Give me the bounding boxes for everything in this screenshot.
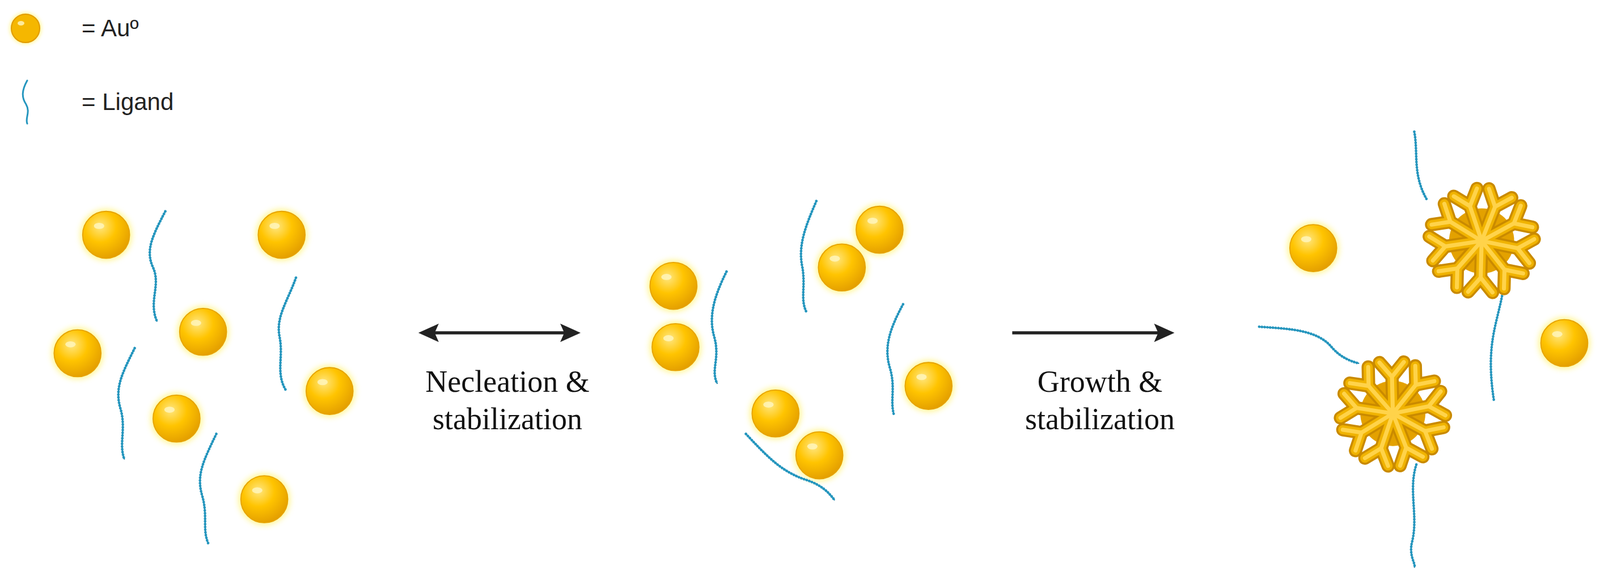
gold-atom <box>649 262 697 310</box>
swatch-glow <box>9 12 42 45</box>
sphere-glow <box>793 429 845 481</box>
ligand-chain <box>200 433 217 544</box>
sphere-glow <box>238 473 290 526</box>
sphere-highlight <box>17 20 25 26</box>
legend-swatch-circle <box>11 14 40 43</box>
sphere-highlight <box>191 319 202 327</box>
gold-atom <box>1541 319 1589 367</box>
ligand-chain <box>1490 295 1502 401</box>
ligand-beads <box>887 304 904 415</box>
ligand-beads <box>801 201 817 312</box>
sphere-highlight <box>164 406 175 413</box>
ligand-beads <box>1259 326 1360 364</box>
gold-atom <box>1289 224 1337 272</box>
ligand-beads <box>149 211 165 322</box>
sphere-highlight <box>916 374 927 381</box>
ligand-beads <box>200 433 217 544</box>
ligand-chain <box>712 271 727 384</box>
sphere-highlight <box>94 222 105 230</box>
arrow-head <box>1154 323 1175 342</box>
legend-text: = Auº <box>81 14 139 42</box>
sphere-highlight <box>661 273 672 281</box>
ligand-beads <box>1411 464 1417 568</box>
reversible-arrow <box>433 331 566 334</box>
arrow-head <box>560 323 581 342</box>
gold-atom <box>53 329 101 378</box>
sphere-glow <box>648 260 700 312</box>
sphere-highlight <box>829 255 840 262</box>
ligand-chain <box>1414 131 1427 200</box>
legend-item: = Auº <box>0 5 341 52</box>
gold-atom <box>82 211 130 259</box>
legend-item: = Ligand <box>0 79 341 125</box>
gold-atom <box>306 367 354 415</box>
sphere-highlight <box>763 401 774 408</box>
forward-arrow <box>1012 331 1159 334</box>
arrow-label: Growth & stabilization <box>997 362 1202 438</box>
sphere-glow <box>303 365 355 417</box>
sphere-glow <box>150 392 202 444</box>
sphere-glow <box>1538 317 1590 369</box>
ligand-beads <box>278 277 296 391</box>
gold-atom <box>257 211 306 259</box>
ligand-beads <box>712 271 727 384</box>
ligand-chain <box>1259 326 1360 364</box>
ligand-chain <box>1411 464 1417 568</box>
sphere-glow <box>649 321 701 373</box>
gold-atom <box>179 308 227 356</box>
ligand-chain <box>801 201 817 312</box>
sphere-highlight <box>269 222 280 230</box>
gold-atom <box>904 362 952 410</box>
sphere-glow <box>750 387 802 439</box>
sphere-glow <box>816 242 868 294</box>
gold-atom <box>818 243 866 291</box>
ligand-beads <box>1490 295 1502 401</box>
sphere-highlight <box>1301 235 1312 243</box>
legend-ligand <box>22 80 28 124</box>
gold-atom <box>751 390 799 438</box>
legend-swatch <box>0 79 52 125</box>
sphere-glow <box>853 204 905 256</box>
sphere-highlight <box>65 341 76 348</box>
sphere-glow <box>52 327 104 379</box>
sphere-highlight <box>1551 331 1563 338</box>
sphere-highlight <box>252 487 263 494</box>
gold-atom <box>240 475 289 523</box>
legend-swatch <box>0 5 52 52</box>
sphere-highlight <box>807 443 818 450</box>
sphere-glow <box>177 306 229 358</box>
gold-atom <box>652 323 700 371</box>
arrow-label: Necleation & stabilization <box>405 362 610 438</box>
sphere-highlight <box>663 335 674 342</box>
ligand-chain <box>118 348 135 460</box>
ligand-chain <box>887 304 904 415</box>
sphere-glow <box>256 209 308 261</box>
gold-atom <box>856 206 904 254</box>
ligand-chain <box>149 211 165 322</box>
gold-nanostar <box>1340 361 1446 466</box>
ligand-chain <box>746 433 836 501</box>
ligand-beads <box>1414 131 1427 200</box>
legend-text: = Ligand <box>81 88 174 116</box>
gold-nanostar <box>1429 188 1535 292</box>
sphere-glow <box>80 209 132 261</box>
sphere-glow <box>903 360 955 412</box>
ligand-chain <box>278 277 296 391</box>
sphere-highlight <box>867 217 878 224</box>
ligand-beads <box>118 348 135 460</box>
gold-atom <box>796 432 844 480</box>
arrow-head <box>418 323 439 342</box>
ligand-beads <box>746 433 836 501</box>
sphere-highlight <box>317 379 328 386</box>
sphere-glow <box>1287 222 1339 274</box>
gold-atom <box>153 395 201 443</box>
